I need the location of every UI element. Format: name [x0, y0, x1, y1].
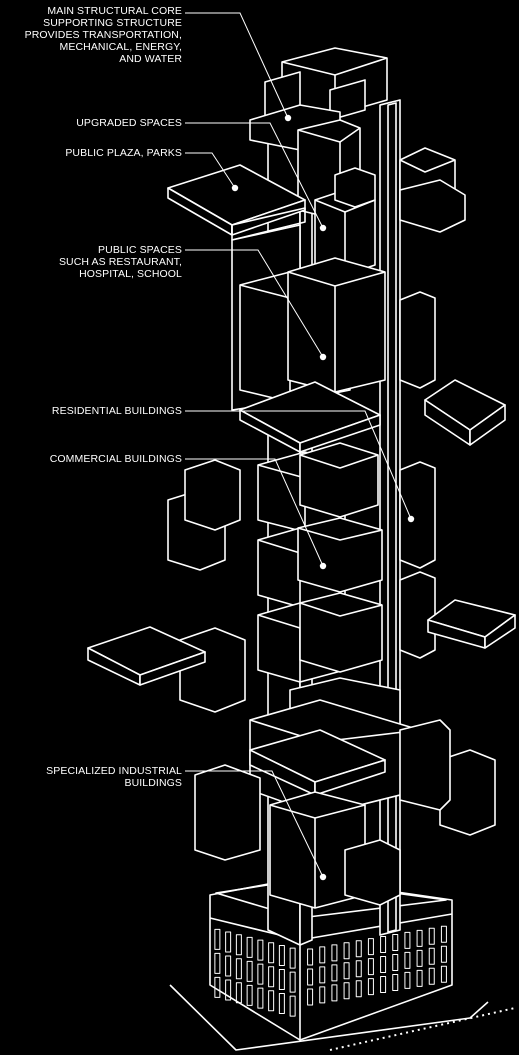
leader-dot-plaza [232, 185, 238, 191]
leader-dot-upgraded [320, 225, 326, 231]
callout-residential: RESIDENTIAL BUILDINGS [52, 405, 182, 417]
leader-dot-core [285, 115, 291, 121]
industrial-blocks [195, 678, 495, 908]
leader-dot-residential [408, 516, 414, 522]
callout-upgraded-spaces: UPGRADED SPACES [76, 117, 182, 129]
callout-commercial: COMMERCIAL BUILDINGS [50, 453, 182, 465]
leader-dot-commercial [320, 563, 326, 569]
leader-dot-public [320, 354, 326, 360]
leader-dot-industrial [320, 874, 326, 880]
callout-public-plaza: PUBLIC PLAZA, PARKS [65, 147, 182, 159]
